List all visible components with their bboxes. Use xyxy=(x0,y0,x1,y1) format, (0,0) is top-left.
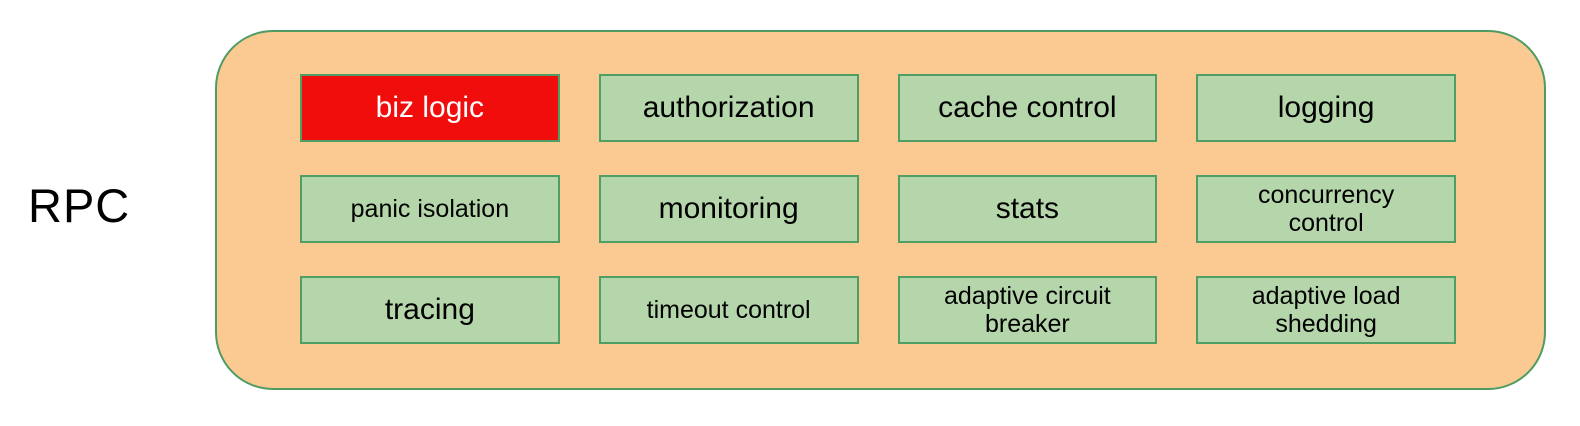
module-box-concurrency-control: concurrency control xyxy=(1196,175,1456,243)
module-box-authorization: authorization xyxy=(598,74,859,142)
module-box-biz-logic: biz logic xyxy=(300,74,560,142)
module-box-stats: stats xyxy=(897,175,1158,243)
module-box-logging: logging xyxy=(1196,74,1456,142)
module-grid: biz logic authorization cache control loggi… xyxy=(300,74,1456,344)
rpc-label: RPC xyxy=(28,179,131,232)
module-box-panic-isolation: panic isolation xyxy=(300,175,560,243)
module-box-timeout-control: timeout control xyxy=(598,276,859,344)
module-box-cache-control: cache control xyxy=(897,74,1158,142)
module-box-tracing: tracing xyxy=(300,276,560,344)
module-box-monitoring: monitoring xyxy=(598,175,859,243)
module-box-adaptive-load-shedding: adaptive load shedding xyxy=(1196,276,1456,344)
module-box-adaptive-circuit-breaker: adaptive circuit breaker xyxy=(897,276,1158,344)
rpc-container: biz logic authorization cache control loggi… xyxy=(215,30,1546,390)
